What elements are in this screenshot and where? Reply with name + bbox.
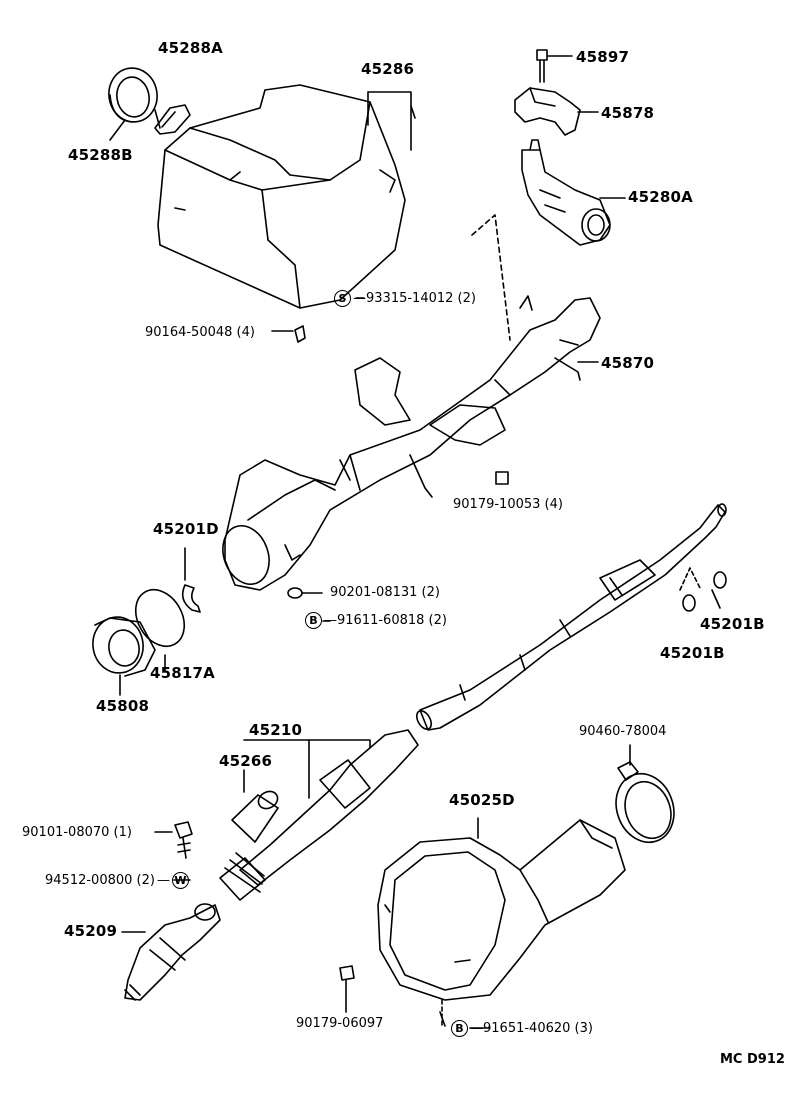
snap-ring-45201d [181, 584, 201, 613]
leader-45210-b [308, 739, 371, 749]
label-45280a: 45280A [628, 188, 693, 206]
column-tube-45870 [222, 295, 601, 591]
ring-45288b [108, 67, 158, 123]
label-90101: 90101-08070 (1) [22, 825, 132, 840]
label-90179-06097: 90179-06097 [296, 1016, 384, 1031]
dashed-guide-lock [471, 214, 511, 341]
universal-joint-45209 [121, 903, 221, 1001]
label-45201d: 45201D [153, 520, 219, 538]
w-symbol: W [171, 872, 189, 889]
label-45870: 45870 [601, 354, 655, 372]
bolt-45897 [536, 49, 573, 83]
label-90460: 90460-78004 [579, 724, 667, 739]
ring-45201b-a [682, 594, 696, 612]
washer-90201 [287, 587, 303, 599]
ring-45201b-b [713, 571, 727, 589]
label-91611: B—91611-60818 (2) [305, 612, 447, 629]
bearing-45808 [92, 616, 156, 696]
label-93315: S—93315-14012 (2) [334, 290, 476, 307]
label-45817a: 45817A [150, 664, 215, 682]
boot-45025d [377, 817, 626, 1001]
screw-90164 [271, 325, 306, 343]
label-94512: 94512-00800 (2)—W [45, 872, 191, 889]
b-symbol-91651: B [451, 1020, 468, 1037]
steering-shaft [415, 503, 727, 731]
label-45025d: 45025D [449, 791, 515, 809]
label-45286: 45286 [361, 60, 415, 78]
label-94512-text: 94512-00800 (2) [45, 873, 155, 888]
dashed-45201b [679, 567, 701, 591]
label-90201: 90201-08131 (2) [330, 585, 440, 600]
label-45897: 45897 [576, 48, 630, 66]
bolt-90101 [154, 821, 193, 859]
label-45201b-right: 45201B [700, 615, 765, 633]
clamp-90460 [615, 744, 675, 844]
intermediate-shaft-45210 [219, 729, 419, 901]
label-45210: 45210 [249, 721, 303, 739]
label-90179-10053: 90179-10053 (4) [453, 497, 563, 512]
leader-45286-c [410, 105, 416, 119]
label-91611-text: 91611-60818 (2) [337, 613, 447, 628]
bracket-45878 [514, 87, 599, 136]
label-45288a: 45288A [158, 39, 223, 57]
label-91651: B—91651-40620 (3) [451, 1020, 593, 1037]
column-cover-45286 [157, 84, 406, 309]
leader-45288a [154, 109, 161, 129]
label-45201b-left: 45201B [660, 644, 725, 662]
b-symbol-91611: B [305, 612, 322, 629]
leader-45288b [109, 119, 126, 141]
leader-91651-b [439, 1011, 446, 1027]
o-ring-45817a [134, 588, 186, 648]
label-45878: 45878 [601, 104, 655, 122]
leader-45201b [711, 589, 721, 609]
clip-45288a [154, 104, 191, 135]
nut-90179-06097 [339, 965, 355, 981]
label-91651-text: 91651-40620 (3) [483, 1021, 593, 1036]
label-93315-text: 93315-14012 (2) [366, 291, 476, 306]
lock-assembly-45280a [521, 139, 626, 246]
label-45209: 45209 [64, 922, 118, 940]
label-45288b: 45288B [68, 146, 133, 164]
nut-90179-10053 [495, 471, 509, 485]
label-90164: 90164-50048 (4) [145, 325, 255, 340]
s-symbol: S [334, 290, 351, 307]
leader-45286-b [367, 91, 412, 151]
sleeve-45266 [231, 790, 279, 843]
diagram-code: MC D912 [720, 1052, 785, 1067]
label-45266: 45266 [219, 752, 273, 770]
label-45808: 45808 [96, 697, 150, 715]
